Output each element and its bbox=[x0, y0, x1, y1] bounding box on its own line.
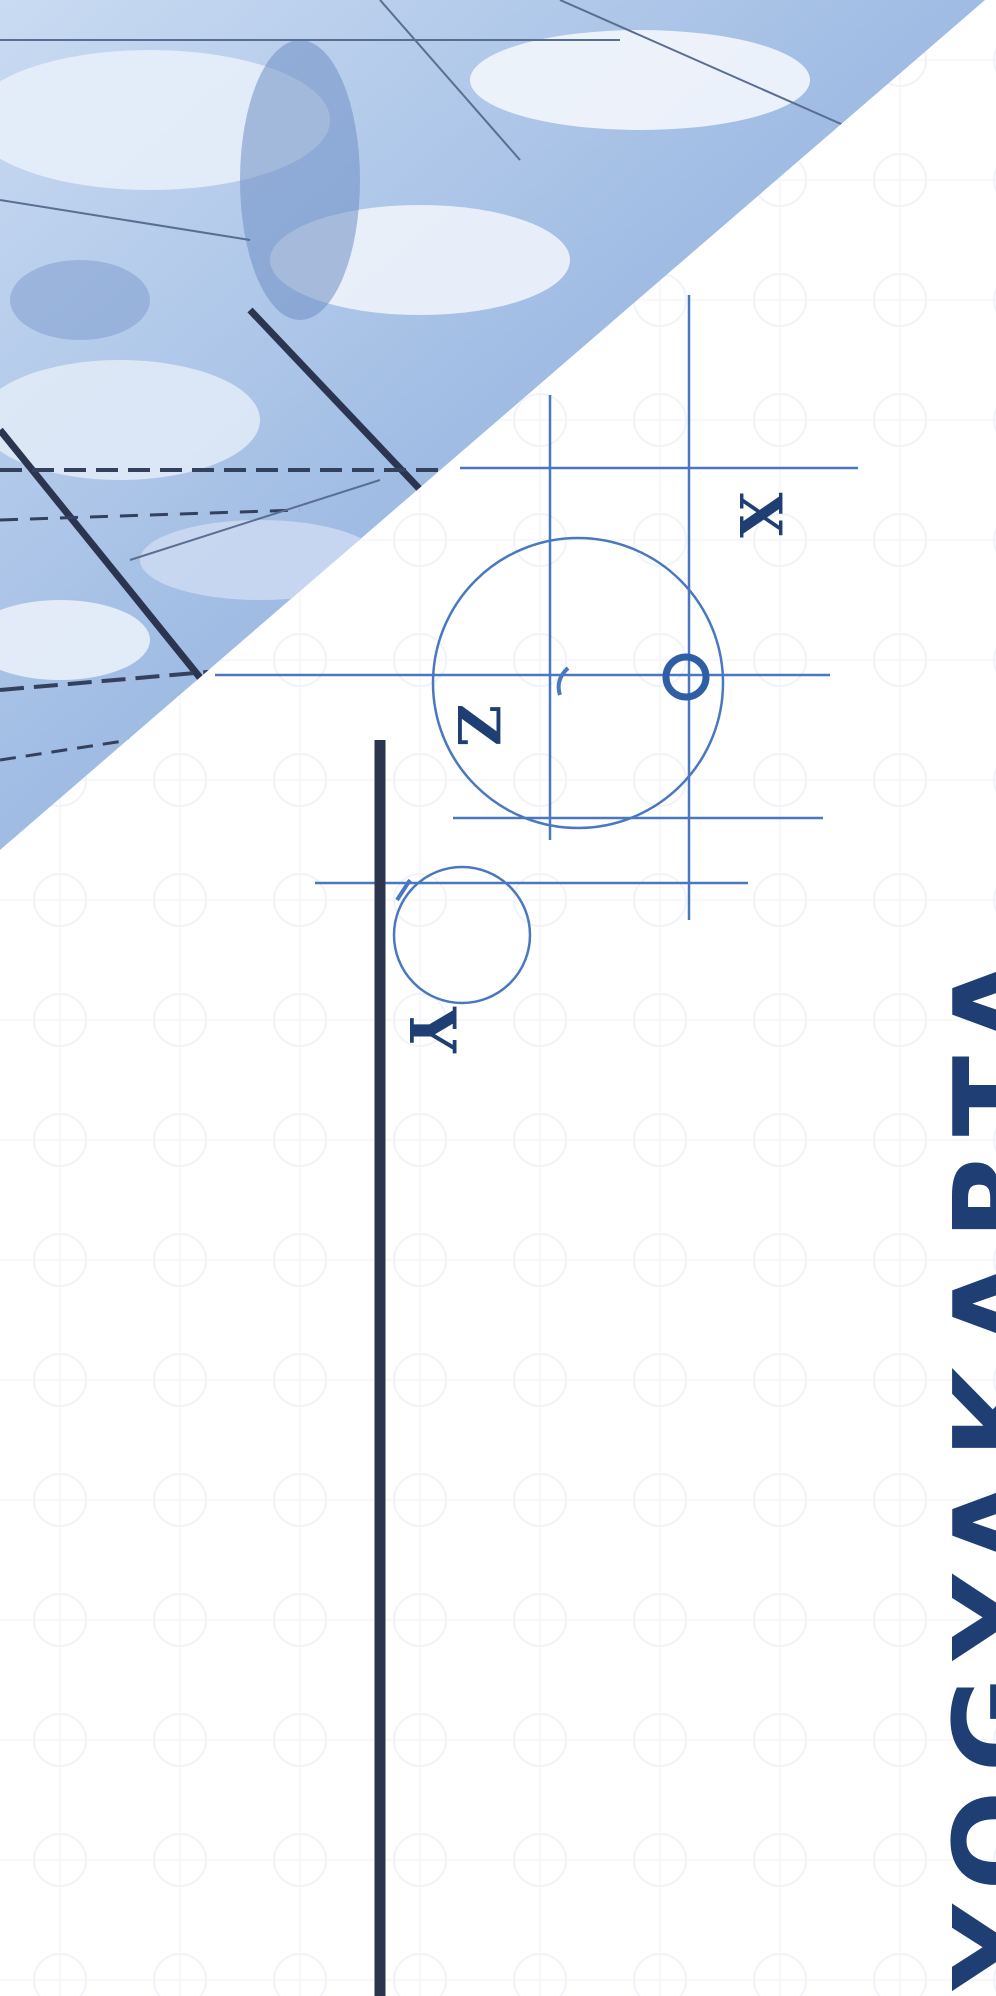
axis-tick bbox=[556, 666, 570, 696]
large-circle bbox=[431, 536, 725, 830]
label-z: Z bbox=[444, 704, 512, 746]
origin-circle bbox=[662, 653, 710, 701]
small-circle bbox=[392, 865, 532, 1005]
cover-title: YOGYAKARTA bbox=[928, 938, 996, 1992]
label-x: X bbox=[726, 492, 794, 537]
technical-diagram bbox=[215, 295, 858, 1005]
axis-tick bbox=[395, 878, 412, 902]
label-y: Y bbox=[394, 1006, 469, 1054]
